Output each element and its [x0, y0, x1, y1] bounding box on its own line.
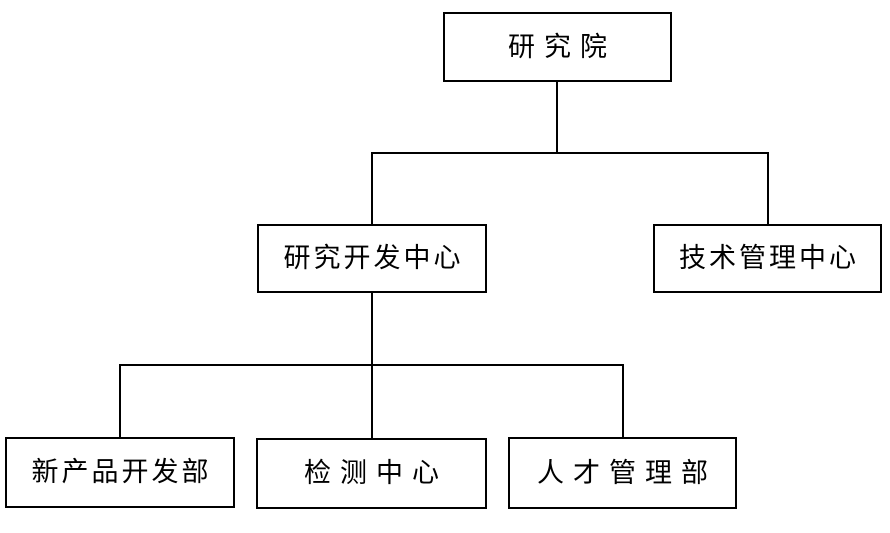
org-node-talent-management-dept: 人才管理部 — [508, 437, 737, 509]
org-node-talent-management-dept-label: 人才管理部 — [537, 457, 717, 488]
org-node-research-institute: 研究院 — [443, 12, 672, 82]
org-node-new-product-dept: 新产品开发部 — [5, 437, 235, 508]
org-node-research-institute-label: 研究院 — [508, 31, 616, 62]
org-node-testing-center-label: 检测中心 — [304, 458, 448, 488]
org-node-tech-management-center: 技术管理中心 — [653, 224, 882, 293]
org-node-new-product-dept-label: 新产品开发部 — [31, 457, 212, 487]
org-node-testing-center: 检测中心 — [256, 438, 487, 509]
org-node-rd-center: 研究开发中心 — [257, 224, 487, 293]
org-node-tech-management-center-label: 技术管理中心 — [679, 243, 859, 273]
org-node-rd-center-label: 研究开发中心 — [283, 243, 464, 273]
